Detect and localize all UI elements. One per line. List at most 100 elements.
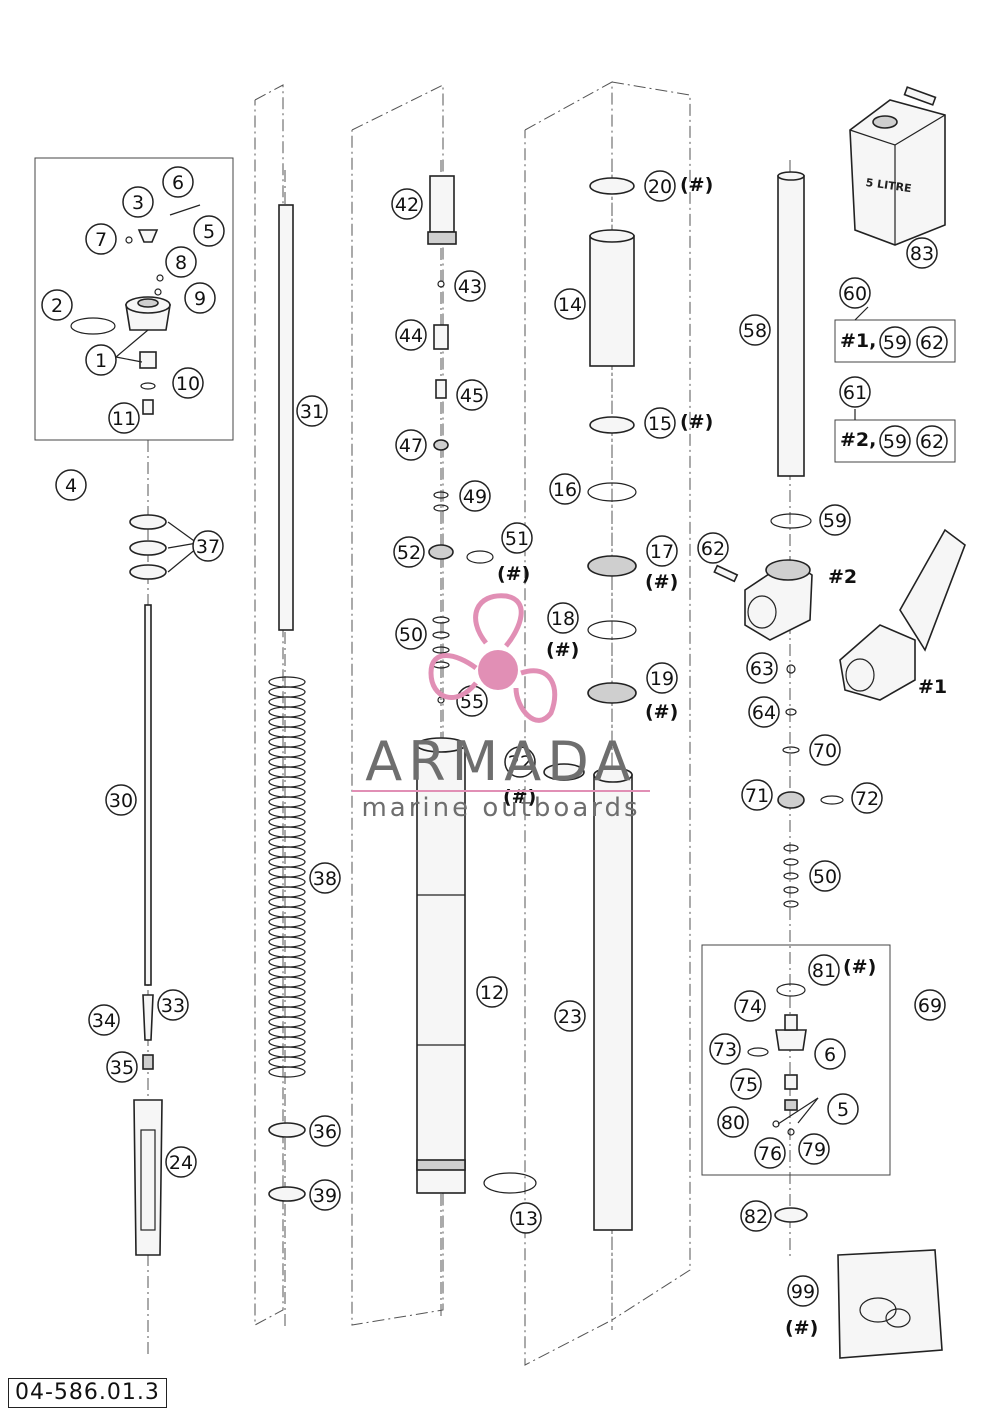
callout-circle bbox=[309, 1115, 341, 1147]
callout-number: 62 bbox=[701, 538, 725, 560]
callout-number: 10 bbox=[176, 373, 200, 395]
propeller-icon bbox=[428, 593, 558, 723]
callout-c44: 44 bbox=[395, 319, 427, 351]
callout-number: 8 bbox=[175, 252, 187, 274]
set-61-box bbox=[834, 419, 956, 463]
callout-number: 62 bbox=[920, 332, 944, 354]
spring-coil bbox=[268, 1006, 306, 1018]
callout-circle bbox=[734, 990, 766, 1022]
spring-coil bbox=[268, 776, 306, 788]
spring-coil bbox=[268, 896, 306, 908]
callout-c38: 38 bbox=[309, 862, 341, 894]
callout-circle bbox=[851, 782, 883, 814]
callout-circle bbox=[85, 344, 117, 376]
callout-circle bbox=[122, 186, 154, 218]
callout-circle bbox=[501, 522, 533, 554]
callout-c16: 16 bbox=[549, 473, 581, 505]
callout-number: 4 bbox=[65, 475, 77, 497]
callout-c50b: 50 bbox=[809, 860, 841, 892]
notes: (#) (#) (#) (#) (#) (#) (#) (#) (#) #1, … bbox=[497, 174, 947, 1339]
spring-coil bbox=[268, 866, 306, 878]
assembly-4-box bbox=[34, 157, 234, 441]
callout-circle bbox=[914, 989, 946, 1021]
spring-coil bbox=[268, 676, 306, 688]
callout-number: 18 bbox=[551, 608, 575, 630]
spring-coil bbox=[268, 816, 306, 828]
spring-coil bbox=[268, 706, 306, 718]
note-hash-15: (#) bbox=[680, 411, 713, 433]
callout-number: 73 bbox=[713, 1039, 737, 1061]
can-label: 5 LITRE bbox=[865, 176, 912, 195]
callout-c75: 75 bbox=[730, 1068, 762, 1100]
callout-number: 14 bbox=[558, 294, 582, 316]
callout-circle bbox=[646, 535, 678, 567]
callout-c83: 83 bbox=[906, 237, 938, 269]
callout-c50a: 50 bbox=[395, 618, 427, 650]
callout-c70: 70 bbox=[809, 734, 841, 766]
callout-circle bbox=[395, 319, 427, 351]
callout-circle bbox=[309, 862, 341, 894]
callout-number: 9 bbox=[194, 288, 206, 310]
callout-c23: 23 bbox=[554, 1000, 586, 1032]
note-hash-20: (#) bbox=[680, 174, 713, 196]
callout-c17: 17 bbox=[646, 535, 678, 567]
callout-number: 38 bbox=[313, 868, 337, 890]
callout-circle bbox=[741, 779, 773, 811]
spring-coil bbox=[268, 1066, 306, 1078]
callout-number: 12 bbox=[480, 982, 504, 1004]
callout-number: 64 bbox=[752, 702, 776, 724]
spring-coil bbox=[268, 956, 306, 968]
callout-circle bbox=[459, 480, 491, 512]
oil-can-83 bbox=[849, 86, 946, 246]
callout-c33: 33 bbox=[157, 989, 189, 1021]
callout-number: 82 bbox=[744, 1206, 768, 1228]
spring-coil bbox=[268, 876, 306, 888]
callout-number: 6 bbox=[172, 172, 184, 194]
callout-number: 99 bbox=[791, 1281, 815, 1303]
fork-spring-38 bbox=[268, 676, 306, 1078]
spring-coil bbox=[268, 966, 306, 978]
callout-number: 34 bbox=[92, 1010, 116, 1032]
callout-circle bbox=[85, 223, 117, 255]
spring-coil bbox=[268, 806, 306, 818]
callout-number: 3 bbox=[132, 192, 144, 214]
callout-c22: 22 bbox=[504, 746, 536, 778]
callout-c5a: 5 bbox=[193, 215, 225, 247]
callout-circle bbox=[730, 1068, 762, 1100]
callout-number: 15 bbox=[648, 413, 672, 435]
spring-coil bbox=[268, 686, 306, 698]
spring-coil bbox=[268, 1016, 306, 1028]
callout-c79: 79 bbox=[798, 1133, 830, 1165]
callout-number: 16 bbox=[553, 479, 577, 501]
leader-lines bbox=[115, 306, 869, 1125]
callout-c73: 73 bbox=[709, 1033, 741, 1065]
callout-circle bbox=[547, 602, 579, 634]
spring-washers bbox=[268, 1122, 306, 1202]
variant-1-label: #1 bbox=[918, 676, 947, 698]
callout-c15: 15 bbox=[644, 407, 676, 439]
variant-2-label: #2 bbox=[828, 566, 857, 588]
callout-circle bbox=[454, 270, 486, 302]
callout-number: 63 bbox=[750, 658, 774, 680]
callout-c6b: 6 bbox=[814, 1038, 846, 1070]
callout-circle bbox=[754, 1137, 786, 1169]
callout-number: 33 bbox=[161, 995, 185, 1017]
set-60-box bbox=[834, 319, 956, 363]
drawing-code: 04-586.01.3 bbox=[8, 1378, 167, 1408]
axle-clamp-1 bbox=[839, 528, 966, 701]
callout-c11: 11 bbox=[108, 402, 140, 434]
spring-coil bbox=[268, 726, 306, 738]
callout-c18: 18 bbox=[547, 602, 579, 634]
callout-circle bbox=[192, 530, 224, 562]
callout-c7: 7 bbox=[85, 223, 117, 255]
callout-number: 72 bbox=[855, 788, 879, 810]
callout-circle bbox=[476, 976, 508, 1008]
callout-number: 50 bbox=[813, 866, 837, 888]
callout-number: 55 bbox=[460, 691, 484, 713]
callout-c14: 14 bbox=[554, 288, 586, 320]
cartridge-tube-58 bbox=[770, 171, 812, 529]
callout-s61a: 59 bbox=[879, 425, 911, 457]
set-61-prefix: #2, bbox=[840, 429, 876, 451]
callout-circle bbox=[296, 395, 328, 427]
callout-circle bbox=[165, 1146, 197, 1178]
